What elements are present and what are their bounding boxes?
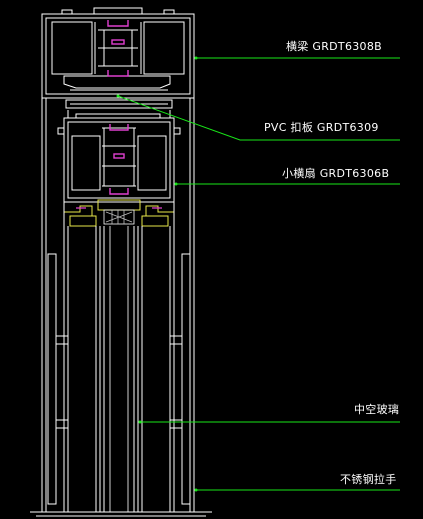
stainless-pull-handles <box>47 253 191 505</box>
leader-ticks <box>116 56 198 492</box>
glass-spacer <box>103 209 135 225</box>
sash-gaskets <box>109 124 129 195</box>
transom-gaskets <box>107 20 129 77</box>
leader-pvc-cover <box>117 95 400 141</box>
label-small-transom: 小横扇 GRDT6306B <box>282 166 389 180</box>
label-pvc-cover: PVC 扣板 GRDT6309 <box>264 120 379 134</box>
label-stainless-handle: 不锈钢拉手 <box>340 472 397 486</box>
bottom-edge <box>30 511 212 517</box>
leader-lines <box>117 57 400 491</box>
transom-profile <box>41 7 195 99</box>
hollow-glass-panes <box>95 226 143 512</box>
label-hollow-glass: 中空玻璃 <box>354 402 399 416</box>
small-transom-sash-profile <box>57 117 181 203</box>
label-transom: 横梁 GRDT6308B <box>286 39 382 53</box>
